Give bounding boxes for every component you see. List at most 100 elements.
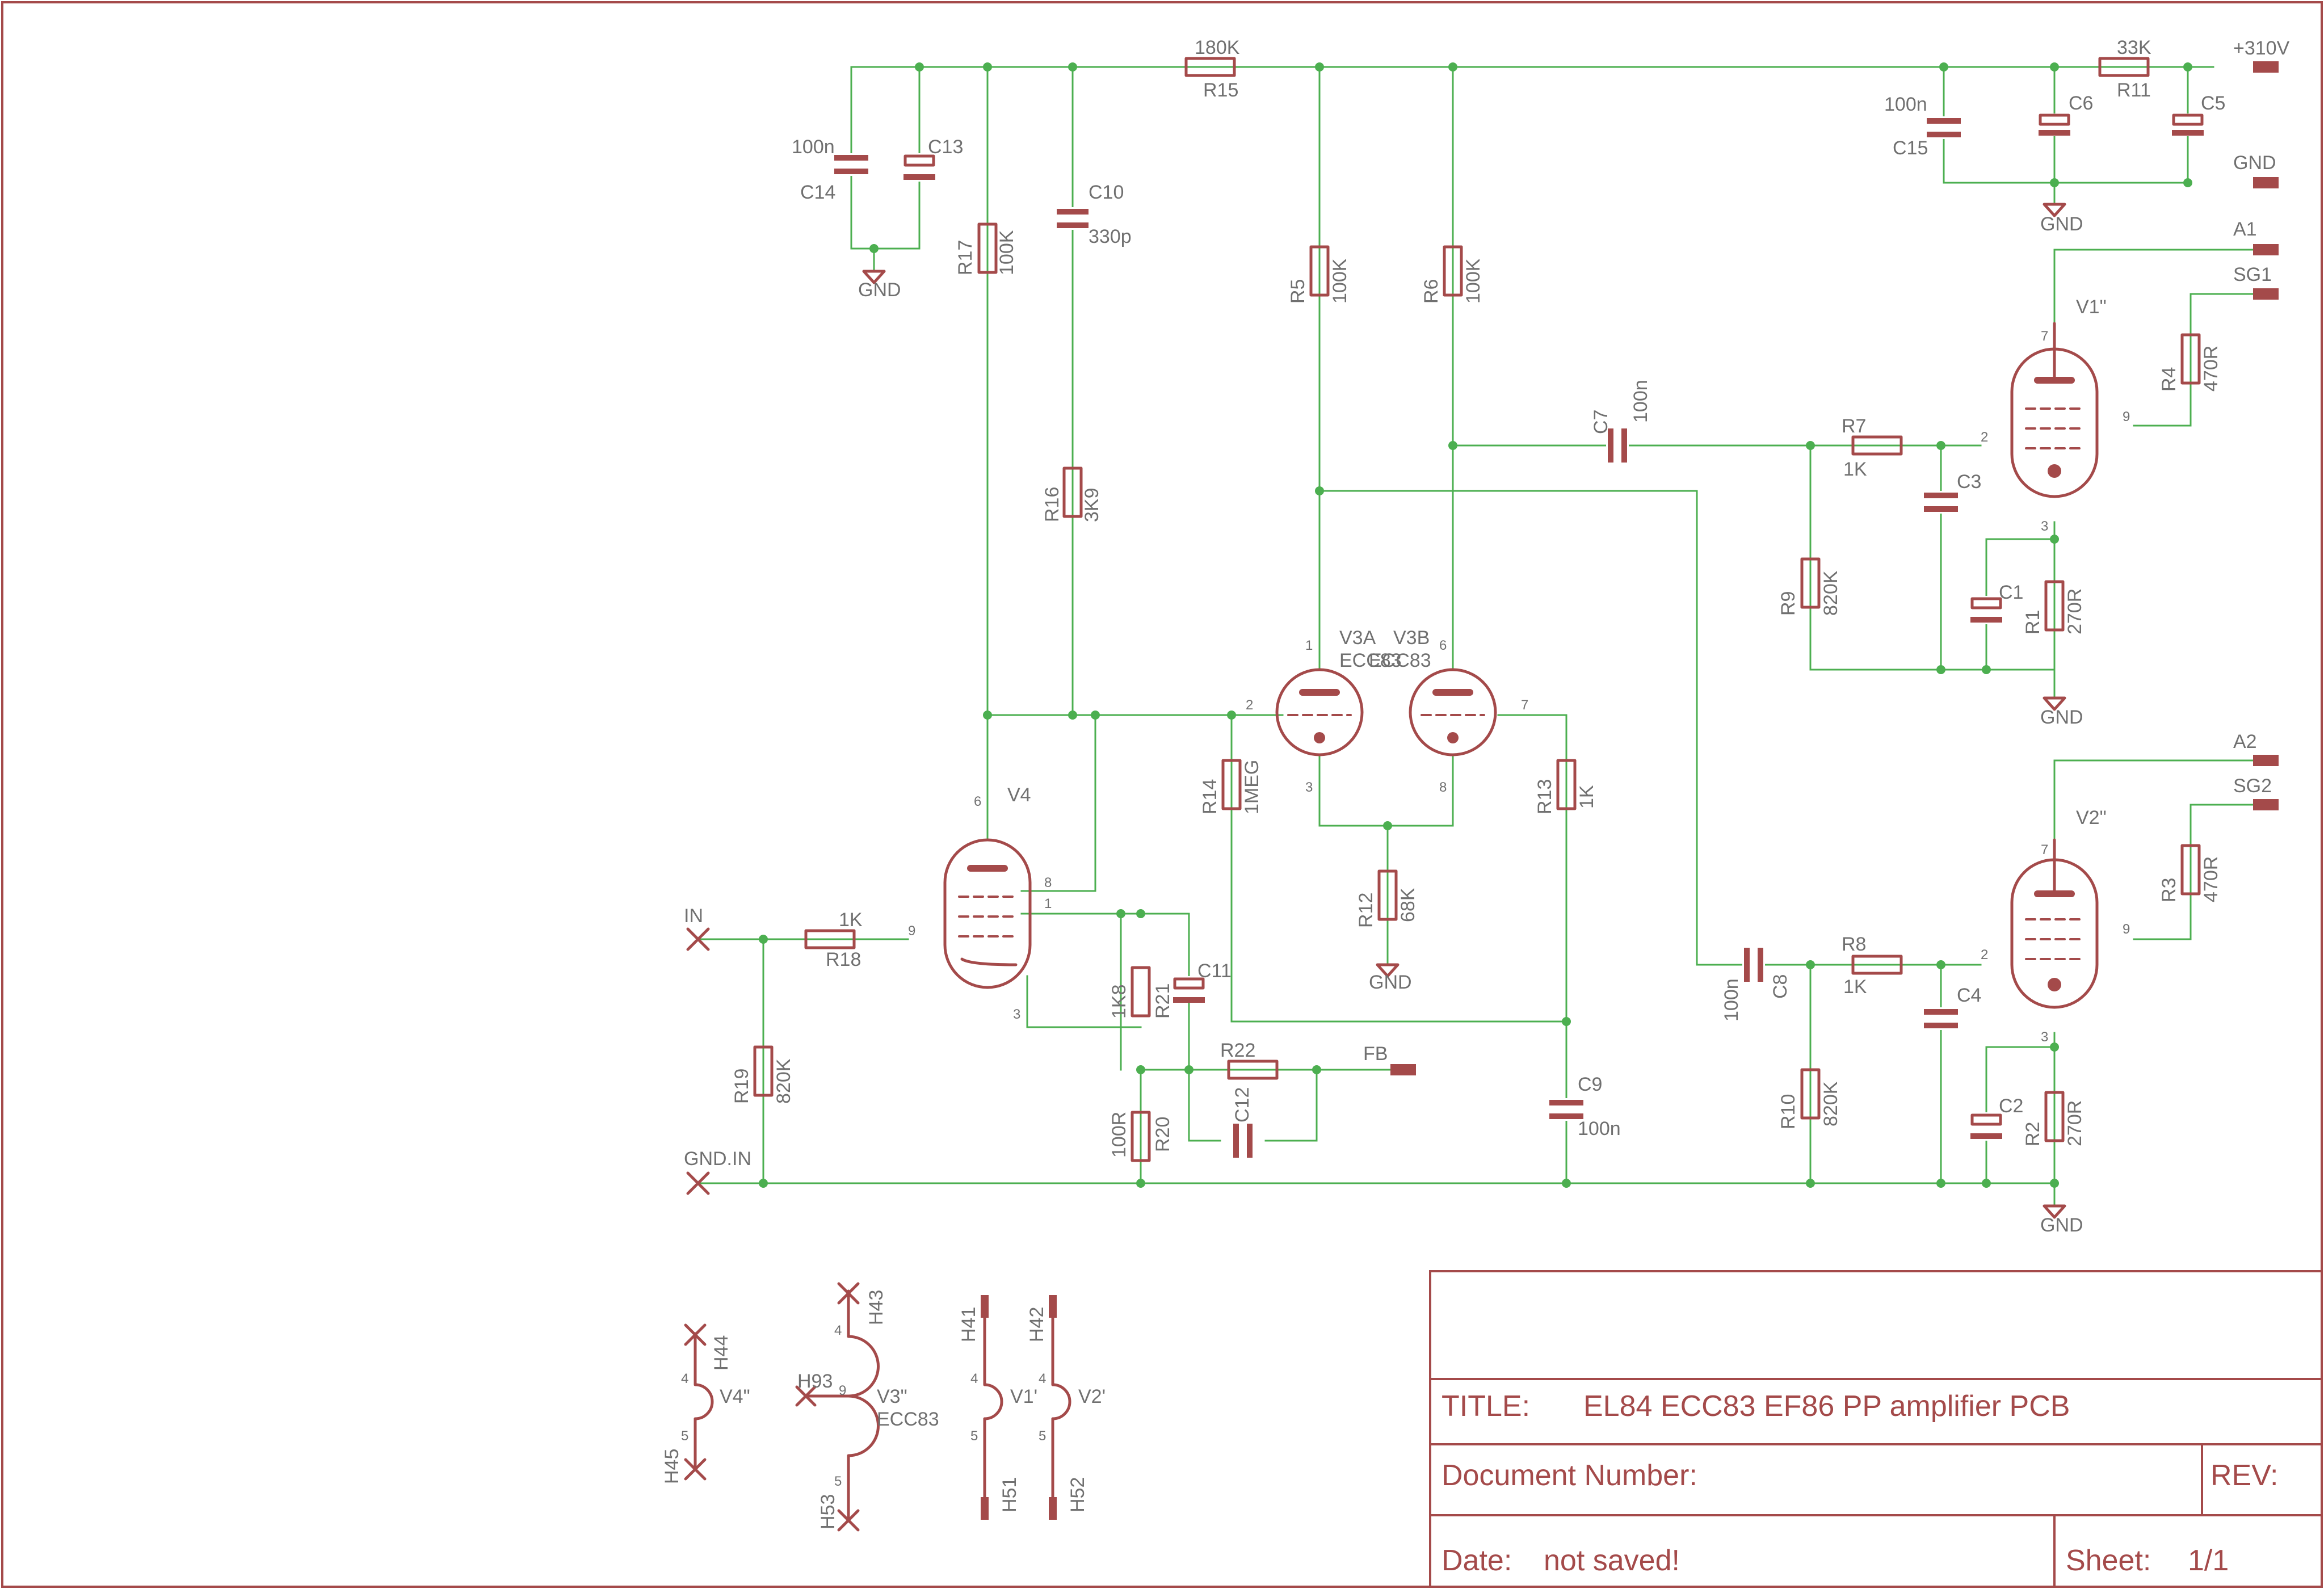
sheet-label: Sheet: [2066,1544,2151,1577]
svg-text:9: 9 [908,923,915,939]
c11-name: C11 [1197,960,1232,982]
v1h-label: V1' [1010,1386,1037,1407]
gnd-in-label: GND.IN [684,1148,751,1170]
v3h-label: V3" [877,1386,907,1407]
labels: +310V GND GND GND GND GND GND A1 SG1 A2 … [661,37,2290,1529]
r16-body[interactable] [1062,466,1083,518]
r17-body[interactable] [977,222,998,274]
r20-value: 100R [1108,1112,1130,1158]
title-value: EL84 ECC83 EF86 PP amplifier PCB [1583,1390,2070,1423]
r4-name: R4 [2158,367,2180,392]
h51-label: H51 [999,1477,1020,1512]
gnd-label-top: GND [2233,152,2276,174]
supply-pad[interactable] [2253,61,2279,73]
r10-body[interactable] [1800,1068,1821,1120]
r11-body[interactable] [2098,57,2150,77]
fb-label: FB [1363,1043,1388,1065]
svg-text:4: 4 [970,1371,978,1386]
svg-text:4: 4 [834,1323,842,1338]
svg-text:5: 5 [834,1474,842,1489]
svg-text:2: 2 [1981,947,1988,962]
r9-value: 820K [1820,570,1842,616]
r11-value: 33K [2117,37,2151,58]
r14-body[interactable] [1221,759,1242,810]
r20-name: R20 [1152,1117,1174,1152]
c13-name: C13 [928,136,963,158]
r22-body[interactable] [1227,1060,1279,1080]
svg-text:9: 9 [2123,922,2130,937]
r2-body[interactable] [2044,1091,2065,1142]
r1-body[interactable] [2044,580,2065,632]
v3b-triode [1409,668,1497,756]
r12-body[interactable] [1377,869,1398,921]
a2-label: A2 [2233,731,2257,753]
document-number-label: Document Number: [1442,1459,1697,1492]
heater-section [684,1282,1071,1532]
svg-text:1: 1 [1305,638,1313,653]
svg-text:3: 3 [1013,1007,1020,1022]
r16-name: R16 [1041,487,1063,522]
svg-text:2: 2 [1246,697,1253,713]
fb-pad[interactable] [1390,1064,1416,1075]
r7-name: R7 [1842,415,1866,437]
c10-name: C10 [1089,182,1124,203]
supply-label: +310V [2233,37,2290,59]
r18-value: 1K [839,909,863,931]
v4h-label: V4" [720,1386,750,1407]
r2-name: R2 [2022,1122,2044,1146]
r7-body[interactable] [1851,435,1903,456]
h44-label: H44 [711,1335,732,1371]
h93-label: H93 [797,1371,833,1392]
c15-name: C15 [1893,137,1928,159]
svg-text:2: 2 [1981,430,1988,445]
a1-pad[interactable] [2253,244,2279,255]
h45-label: H45 [661,1449,683,1484]
c12-name: C12 [1232,1087,1253,1123]
junctions [759,62,2192,1188]
r3-value: 470R [2200,856,2222,902]
r5-body[interactable] [1309,245,1330,297]
gnd-in-marker[interactable] [686,1171,710,1195]
r21-body[interactable] [1131,966,1151,1018]
r10-name: R10 [1777,1094,1799,1129]
r7-value: 1K [1843,459,1867,480]
sg1-pad[interactable] [2253,288,2279,300]
v3h-type: ECC83 [877,1409,939,1430]
gnd-label-v1: GND [2040,707,2083,728]
a2-pad[interactable] [2253,755,2279,766]
ground-symbols [862,203,2066,1219]
r4-body[interactable] [2180,333,2201,385]
c1-name: C1 [1999,582,2023,603]
r14-value: 1MEG [1241,760,1263,814]
sg2-pad[interactable] [2253,799,2279,810]
r12-value: 68K [1397,888,1419,922]
c9-value: 100n [1578,1118,1621,1140]
c9-name: C9 [1578,1074,1602,1095]
r6-body[interactable] [1443,245,1463,297]
r20-body[interactable] [1131,1111,1151,1162]
in-marker[interactable] [686,927,710,951]
gnd-label-c14: GND [858,279,901,301]
h53-label: H53 [817,1494,839,1529]
r9-body[interactable] [1800,557,1821,609]
c4-name: C4 [1957,985,1981,1006]
svg-text:4: 4 [1039,1371,1046,1386]
r3-body[interactable] [2180,844,2201,896]
r13-name: R13 [1534,779,1556,814]
c8-name: C8 [1770,974,1791,999]
svg-text:4: 4 [681,1371,688,1386]
svg-text:7: 7 [2041,842,2048,857]
r19-body[interactable] [753,1045,774,1097]
gnd-label-r12: GND [1369,972,1412,993]
c14-value: 100n [792,136,835,158]
r8-body[interactable] [1851,955,1903,975]
svg-text:9: 9 [839,1383,846,1398]
r18-body[interactable] [804,929,856,949]
r15-name: R15 [1203,79,1238,101]
gnd-pad[interactable] [2253,177,2279,188]
r13-body[interactable] [1556,759,1577,810]
svg-text:6: 6 [974,794,981,809]
svg-text:3: 3 [2041,1029,2048,1045]
r15-body[interactable] [1184,57,1236,77]
